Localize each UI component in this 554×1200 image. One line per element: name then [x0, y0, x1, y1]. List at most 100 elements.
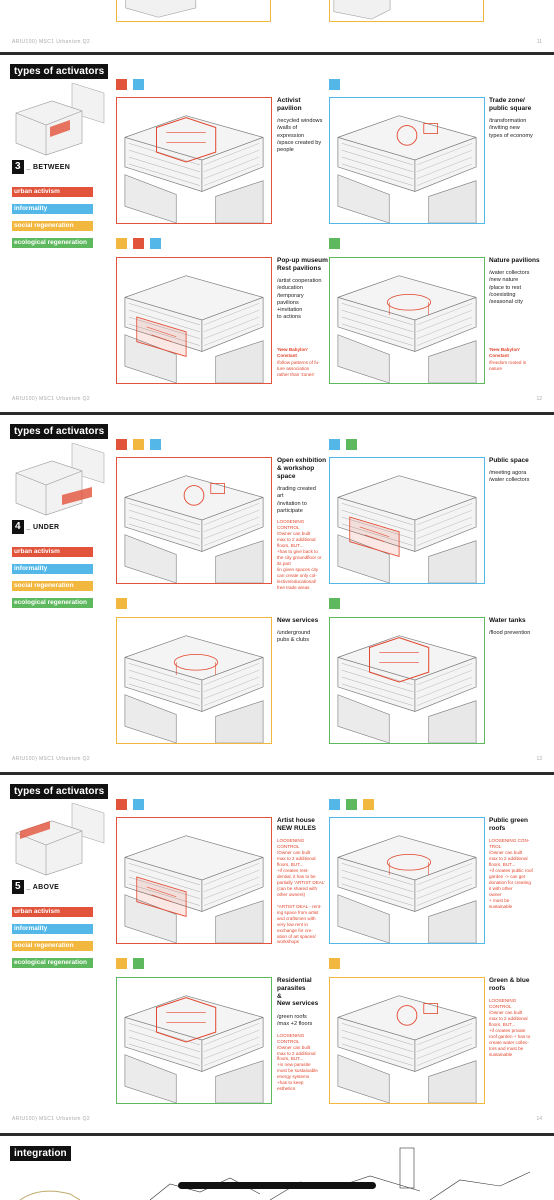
activator-drawing — [116, 457, 272, 584]
activator-quote-sub: /freedom rooted in nature — [489, 360, 527, 371]
activator-description: /flood prevention — [489, 630, 531, 636]
page-number: 11 — [536, 39, 542, 45]
section-label: 4 _ UNDER — [12, 520, 59, 534]
legend-ecological-regeneration: ecological regeneration — [12, 238, 93, 248]
activator-title: Water tanks — [489, 617, 526, 624]
activator-quote: 'New Babylon' Constant — [489, 347, 521, 358]
category-square-ecological-regeneration — [346, 799, 357, 810]
page-divider — [0, 772, 554, 775]
section-number: 3 — [12, 160, 24, 174]
category-square-informality — [133, 799, 144, 810]
activator-drawing — [329, 257, 485, 384]
category-square-urban-activism — [133, 238, 144, 249]
activator-quote-sub: /follow patterns of fu- ture association… — [277, 360, 320, 377]
category-square-ecological-regeneration — [133, 958, 144, 969]
activator-title: Nature pavilions — [489, 257, 540, 264]
activator-drawing — [116, 97, 272, 224]
page-divider — [0, 52, 554, 55]
activator-drawing — [116, 817, 272, 944]
legend-ecological-regeneration: ecological regeneration — [12, 958, 93, 968]
section-model-diagram — [12, 82, 108, 161]
category-square-informality — [150, 439, 161, 450]
integration-page-fragment: integration — [0, 1136, 554, 1200]
activator-drawing — [329, 617, 485, 744]
activator-rule-note: LOOSENING CONTROL /Owner can built max t… — [277, 1032, 318, 1092]
category-square-informality — [329, 439, 340, 450]
page-divider — [0, 1133, 554, 1136]
page-footer: ARIU100) MSC1 Urbanism Q2 — [12, 396, 91, 402]
activator-drawing — [116, 977, 272, 1104]
activator-rule-note: LOOSENING CONTROL /Owner can built max t… — [277, 519, 322, 590]
integration-sketch — [19, 1147, 531, 1200]
legend-social-regeneration: social regeneration — [12, 221, 93, 231]
activator-title: Green & blue roofs — [489, 977, 530, 992]
page-footer: ARIU100) MSC1 Urbanism Q2 — [12, 39, 91, 45]
activator-title: Public space — [489, 457, 529, 464]
activator-drawing — [329, 977, 485, 1104]
slide-page-3: types of activators 3 _ BETWEEN urban ac… — [0, 55, 554, 410]
category-square-ecological-regeneration — [329, 238, 340, 249]
home-indicator[interactable] — [178, 1182, 376, 1189]
legend-social-regeneration: social regeneration — [12, 941, 93, 951]
activator-title: Trade zone/ public square — [489, 97, 532, 112]
activator-description: /meeting agora /water collectors — [489, 470, 530, 484]
activator-description: /water collectors /new nature /place to … — [489, 270, 530, 306]
previous-frame-left — [116, 0, 271, 22]
category-square-social-regeneration — [363, 799, 374, 810]
category-square-social-regeneration — [116, 598, 127, 609]
category-square-social-regeneration — [116, 238, 127, 249]
activator-rule-note: LOOSENING CONTROL /Owner can built max t… — [277, 838, 326, 945]
section-header: types of activators — [10, 64, 109, 79]
activator-drawing — [116, 257, 272, 384]
section-label: 5 _ ABOVE — [12, 880, 59, 894]
legend-ecological-regeneration: ecological regeneration — [12, 598, 93, 608]
section-label: 3 _ BETWEEN — [12, 160, 70, 174]
activator-description: /transformation /inviting new types of e… — [489, 118, 533, 139]
page-number: 14 — [536, 1116, 542, 1122]
activator-description: /green roofs /max +2 floors — [277, 1014, 313, 1028]
legend-social-regeneration: social regeneration — [12, 581, 93, 591]
section-name: _ BETWEEN — [26, 163, 71, 171]
activator-drawing — [329, 457, 485, 584]
activator-drawing — [329, 817, 485, 944]
section-header: types of activators — [10, 784, 109, 799]
category-square-ecological-regeneration — [329, 598, 340, 609]
legend-urban-activism: urban activism — [12, 907, 93, 917]
previous-frame-right — [329, 0, 484, 22]
section-name: _ UNDER — [26, 523, 60, 531]
legend-informality: informality — [12, 564, 93, 574]
category-square-informality — [150, 238, 161, 249]
legend-informality: informality — [12, 924, 93, 934]
category-square-ecological-regeneration — [346, 439, 357, 450]
activator-title: Activist pavilion — [277, 97, 302, 112]
activator-rule-note: LOOSENING CONTROL /Owner can built max t… — [489, 998, 531, 1057]
slide-page-4: types of activators 4 _ UNDER urban acti… — [0, 415, 554, 770]
category-square-informality — [133, 79, 144, 90]
category-square-urban-activism — [116, 79, 127, 90]
activator-drawing — [329, 97, 485, 224]
category-square-informality — [329, 799, 340, 810]
page-number: 13 — [536, 756, 542, 762]
legend-urban-activism: urban activism — [12, 187, 93, 197]
activator-title: Open exhibition & workshop space — [277, 457, 327, 480]
activator-title: Residential parasites & New services — [277, 977, 319, 1008]
activator-quote: 'New Babylon' Constant — [277, 347, 309, 358]
category-square-social-regeneration — [116, 958, 127, 969]
activator-title: New services — [277, 617, 319, 624]
activator-description: /trading created art /invitation to part… — [277, 486, 316, 514]
page-footer: ARIU100) MSC1 Urbanism Q2 — [12, 756, 91, 762]
section-model-diagram — [12, 802, 108, 881]
category-square-social-regeneration — [329, 958, 340, 969]
page-footer: ARIU100) MSC1 Urbanism Q2 — [12, 1116, 91, 1122]
page-number: 12 — [536, 396, 542, 402]
section-model-diagram — [12, 442, 108, 521]
activator-drawing — [116, 617, 272, 744]
category-square-urban-activism — [116, 799, 127, 810]
legend-informality: informality — [12, 204, 93, 214]
section-header: types of activators — [10, 424, 109, 439]
activator-title: Artist house NEW RULES — [277, 817, 316, 832]
slide-page-5: types of activators 5 _ ABOVE urban acti… — [0, 775, 554, 1130]
section-number: 4 — [12, 520, 24, 534]
activator-title: Public green roofs — [489, 817, 529, 832]
